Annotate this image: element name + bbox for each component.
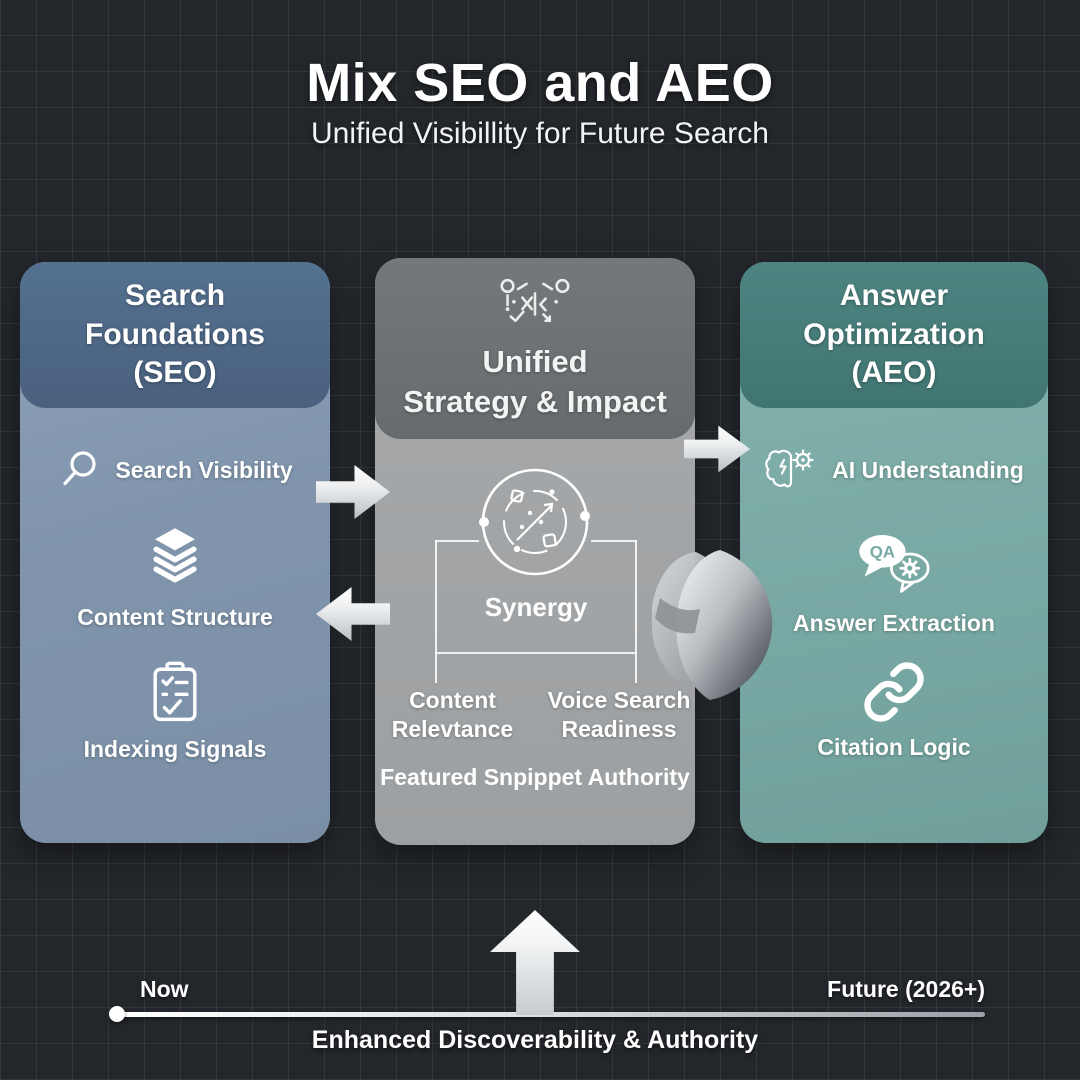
arrow-up-icon (490, 910, 580, 1015)
seo-item-search-visibility: Search Visibility (20, 448, 330, 492)
synergy-label: Synergy (484, 592, 588, 622)
synergy-network-icon (478, 465, 592, 579)
synergy-bracket-line (435, 540, 437, 683)
panel-unified: Unified Strategy & Impact (375, 258, 695, 845)
unified-sub-item: Voice Search Readiness (547, 687, 691, 742)
panel-aeo: Answer Optimization (AEO) (740, 262, 1048, 843)
page-title: Mix SEO and AEO (306, 53, 774, 113)
synergy-bracket-line (591, 540, 637, 542)
search-icon (57, 448, 101, 492)
panel-unified-title-line: Unified (482, 343, 588, 379)
layers-icon (20, 526, 330, 588)
synergy-bracket-line (435, 540, 479, 542)
seo-item-label: Indexing Signals (83, 736, 267, 762)
brain-gear-icon (764, 446, 822, 494)
link-icon (740, 660, 1048, 724)
aeo-item-label: AI Understanding (832, 456, 1024, 483)
aeo-item-ai-understanding: AI Understanding (740, 446, 1048, 494)
panel-seo-title-line: (SEO) (133, 356, 217, 390)
panel-seo: Search Foundations (SEO) Search Visibili… (20, 262, 330, 843)
checklist-clipboard-icon (20, 660, 330, 726)
synergy-bracket-line (435, 652, 637, 654)
timeline-start-label: Now (140, 976, 189, 1002)
panel-unified-header: Unified Strategy & Impact (375, 258, 695, 439)
timeline-caption: Enhanced Discoverability & Authority (311, 1026, 759, 1054)
panel-seo-title-line: Foundations (85, 317, 265, 351)
strategy-scatter-icon (497, 276, 573, 336)
unified-sub-item: Content Relevtance (391, 687, 514, 742)
page-subtitle: Unified Visibillity for Future Search (311, 117, 769, 150)
timeline-end-label: Future (2026+) (827, 976, 985, 1002)
panel-unified-title-line: Strategy & Impact (403, 383, 667, 419)
qa-chat-gear-icon: QA (740, 530, 1048, 598)
synergy-bracket-line (635, 540, 637, 683)
unified-sub-item: Featured Snpippet Authority (380, 764, 690, 790)
metallic-swirl-icon (652, 538, 814, 708)
aeo-item-label: Answer Extraction (793, 610, 995, 636)
seo-item-label: Content Structure (77, 604, 273, 630)
timeline-start-dot (109, 1006, 125, 1022)
panel-aeo-title-line: (AEO) (851, 356, 937, 390)
qa-badge-text: QA (870, 543, 895, 562)
panel-seo-header: Search Foundations (SEO) (20, 262, 330, 408)
panel-aeo-title-line: Optimization (803, 317, 985, 351)
seo-item-label: Search Visibility (115, 456, 293, 483)
panel-aeo-header: Answer Optimization (AEO) (740, 262, 1048, 408)
aeo-item-label: Citation Logic (817, 734, 971, 760)
panel-seo-title-line: Search (124, 279, 226, 313)
panel-aeo-title-line: Answer (839, 279, 949, 313)
